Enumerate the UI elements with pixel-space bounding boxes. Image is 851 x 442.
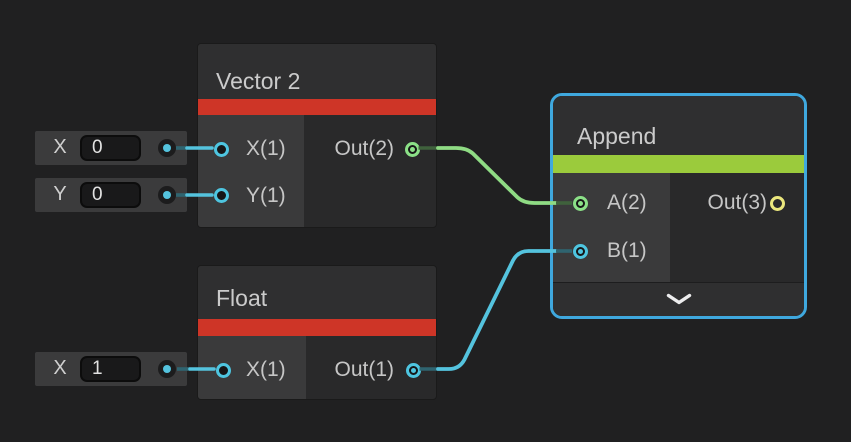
node-append-footer-divider <box>553 282 804 283</box>
edge-floatout-to-appendb[interactable] <box>436 249 558 371</box>
port-vector2-out-label: Out(2) <box>334 137 394 160</box>
node-vector2-type-bar <box>198 99 436 115</box>
node-float[interactable]: Float X(1) Out(1) <box>197 265 437 400</box>
port-append-b-icon[interactable] <box>572 243 588 259</box>
node-append-input-panel <box>553 173 670 282</box>
port-vector2-x-label: X(1) <box>246 137 286 160</box>
port-float-x-label: X(1) <box>246 358 286 381</box>
port-float-out-label: Out(1) <box>334 358 394 381</box>
widget-vector2-x-value-field[interactable]: 0 <box>80 135 141 161</box>
edge-vector2out-to-appenda[interactable] <box>436 146 558 205</box>
port-vector2-x-icon[interactable] <box>213 141 229 157</box>
widget-vector2-x: X 0 <box>35 131 187 165</box>
node-float-type-bar <box>198 319 436 336</box>
node-append[interactable]: Append A(2) B(1) Out(3) <box>550 93 807 319</box>
widget-float-x-connector[interactable] <box>158 360 176 378</box>
widget-float-x: X 1 <box>35 352 187 386</box>
node-vector2-header[interactable] <box>198 44 436 99</box>
chevron-down-icon <box>666 293 691 305</box>
node-append-title: Append <box>577 123 657 149</box>
port-append-a-icon[interactable] <box>572 195 588 211</box>
node-vector2-input-panel <box>198 115 304 227</box>
widget-vector2-y-label: Y <box>53 183 67 205</box>
node-float-title: Float <box>216 285 268 311</box>
node-float-header[interactable] <box>198 266 436 319</box>
port-float-out-icon[interactable] <box>405 362 421 378</box>
port-float-x-icon[interactable] <box>215 362 231 378</box>
port-vector2-y-label: Y(1) <box>246 183 286 207</box>
widget-vector2-x-label: X <box>53 136 67 158</box>
port-vector2-y-icon[interactable] <box>213 188 229 203</box>
node-vector2-title: Vector 2 <box>216 68 301 94</box>
port-vector2-out-icon[interactable] <box>404 141 420 157</box>
port-append-a-label: A(2) <box>607 191 647 214</box>
widget-float-x-value-field[interactable]: 1 <box>80 356 141 382</box>
port-append-b-label: B(1) <box>607 239 647 262</box>
port-append-out-icon[interactable] <box>769 195 785 211</box>
node-append-type-bar <box>553 155 804 173</box>
widget-vector2-y-value-field[interactable]: 0 <box>80 182 141 208</box>
widget-vector2-y: Y 0 <box>35 178 187 212</box>
node-vector2[interactable]: Vector 2 X(1) Y(1) Out(2) <box>197 43 437 228</box>
node-append-header[interactable] <box>553 96 804 155</box>
widget-vector2-x-connector[interactable] <box>158 139 176 157</box>
widget-float-x-label: X <box>53 357 67 379</box>
widget-vector2-y-connector[interactable] <box>158 186 176 204</box>
port-append-out-label: Out(3) <box>707 191 767 214</box>
node-append-collapse-button[interactable] <box>553 283 804 316</box>
